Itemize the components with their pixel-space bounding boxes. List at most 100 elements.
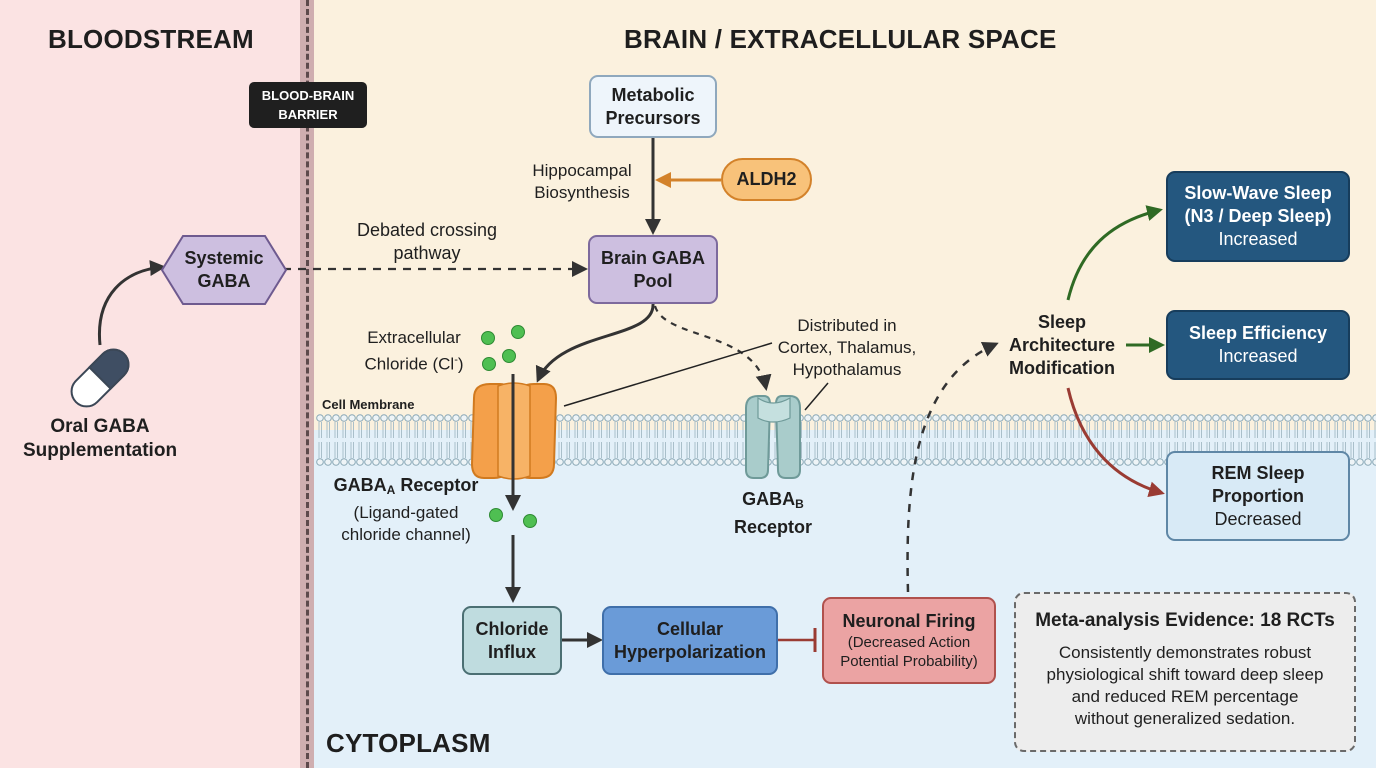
- cell-membrane-label: Cell Membrane: [322, 397, 415, 412]
- hyperpol-line: Hyperpolarization: [613, 641, 767, 662]
- sleep-architecture-label: Sleep Architecture Modification: [998, 311, 1126, 380]
- gabaa-receptor-icon: [470, 382, 558, 480]
- brain-gaba-pool-node: Brain GABA Pool: [588, 235, 718, 304]
- evidence-line: and reduced REM percentage: [1071, 687, 1299, 706]
- oral-to-systemic-arrow: [97, 260, 166, 346]
- distributed-line: Hypothalamus: [792, 360, 902, 379]
- blood-brain-barrier-tag: BLOOD-BRAIN BARRIER: [249, 82, 367, 128]
- chloride-influx-node: Chloride Influx: [462, 606, 562, 675]
- gabab-receptor-icon: [745, 395, 801, 479]
- chloride-ion-icon: [502, 349, 516, 363]
- distributed-label: Distributed in Cortex, Thalamus, Hypotha…: [764, 315, 930, 381]
- bloodstream-region: [0, 0, 300, 768]
- gabab-line: Receptor: [733, 517, 813, 537]
- gabab-title: GABAB: [713, 488, 833, 516]
- sleep-arch-line: Sleep: [1037, 312, 1087, 332]
- chloride-ion-icon: [489, 508, 503, 522]
- cytoplasm-title: CYTOPLASM: [326, 728, 491, 758]
- systemic-gaba-line: GABA: [197, 271, 251, 291]
- extracellular-chloride-label: Extracellular Chloride (Cl-): [352, 327, 476, 376]
- sleep-arch-line: Architecture: [1008, 335, 1116, 355]
- extracellular-line: Extracellular: [367, 328, 461, 347]
- chloride-ion-icon: [481, 331, 495, 345]
- firing-desc: (Decreased Action: [847, 634, 971, 651]
- chloride-ion-icon: [511, 325, 525, 339]
- systemic-gaba-hexagon: [160, 235, 288, 305]
- extracellular-close: ): [457, 354, 464, 374]
- hyperpolarization-node: Cellular Hyperpolarization: [602, 606, 778, 675]
- hippocampal-line: Biosynthesis: [534, 183, 630, 202]
- sws-effect: Increased: [1218, 229, 1298, 249]
- extracellular-text: Chloride (Cl: [364, 354, 455, 374]
- to-rem-arrow: [1066, 387, 1165, 498]
- extracellular-line: Chloride (Cl-): [352, 349, 476, 376]
- distributed-pointer-b: [804, 382, 829, 411]
- gabaa-receptor-label: GABAA Receptor (Ligand-gated chloride ch…: [318, 474, 494, 546]
- aldh2-label: ALDH2: [736, 169, 797, 189]
- brain-title: BRAIN / EXTRACELLULAR SPACE: [624, 24, 1057, 54]
- blood-brain-barrier-line: [306, 0, 309, 768]
- chloride-influx-line: Influx: [488, 641, 536, 662]
- oral-gaba-line: Supplementation: [22, 440, 178, 461]
- chloride-charge: -: [454, 354, 458, 366]
- slow-wave-sleep-node: Slow-Wave Sleep (N3 / Deep Sleep) Increa…: [1166, 171, 1350, 262]
- firing-title: Neuronal Firing: [842, 611, 976, 631]
- aldh2-node: ALDH2: [721, 158, 812, 201]
- efficiency-effect: Increased: [1218, 346, 1298, 366]
- firing-desc: Potential Probability): [840, 653, 978, 670]
- neuronal-firing-node: Neuronal Firing (Decreased Action Potent…: [822, 597, 996, 684]
- debated-line: pathway: [393, 243, 461, 263]
- oral-gaba-line: Oral GABA: [50, 416, 150, 437]
- debated-line: Debated crossing: [356, 220, 498, 240]
- metabolic-line: Precursors: [605, 107, 701, 128]
- gabaa-desc: chloride channel): [341, 525, 471, 544]
- rem-line: REM Sleep: [1211, 462, 1305, 483]
- chloride-influx-line: Chloride: [475, 618, 549, 639]
- distributed-line: Distributed in: [797, 316, 897, 335]
- systemic-gaba-line: Systemic: [184, 248, 264, 268]
- efficiency-title: Sleep Efficiency: [1188, 323, 1328, 343]
- brain-pool-line: Brain GABA: [600, 247, 705, 268]
- oral-gaba-label: Oral GABA Supplementation: [10, 415, 190, 463]
- evidence-line: physiological shift toward deep sleep: [1046, 665, 1324, 684]
- meta-analysis-evidence-box: Meta-analysis Evidence: 18 RCTs Consiste…: [1014, 592, 1356, 752]
- debated-crossing-label: Debated crossing pathway: [336, 219, 518, 265]
- chloride-ion-icon: [523, 514, 537, 528]
- evidence-line: without generalized sedation.: [1074, 709, 1296, 728]
- brain-pool-line: Pool: [633, 270, 673, 291]
- gabab-receptor-label: GABAB Receptor: [713, 488, 833, 539]
- metabolic-line: Metabolic: [611, 84, 695, 105]
- bloodstream-title: BLOODSTREAM: [48, 24, 254, 54]
- hippocampal-line: Hippocampal: [532, 161, 632, 180]
- gabab-sub: B: [795, 497, 804, 511]
- to-sws-arrow: [1066, 205, 1163, 301]
- rem-effect: Decreased: [1214, 508, 1302, 529]
- pool-to-gabab-arrow: [653, 305, 772, 391]
- distributed-line: Cortex, Thalamus,: [777, 338, 917, 357]
- gabaa-title: GABAA Receptor: [318, 474, 494, 502]
- sws-line: (N3 / Deep Sleep): [1184, 206, 1332, 226]
- evidence-line: Consistently demonstrates robust: [1058, 643, 1312, 662]
- sleep-efficiency-node: Sleep Efficiency Increased: [1166, 310, 1350, 380]
- distributed-pointer-a: [563, 342, 773, 407]
- barrier-label-line: BLOOD-BRAIN: [261, 88, 355, 103]
- pill-capsule-icon: [70, 348, 130, 408]
- evidence-title: Meta-analysis Evidence: 18 RCTs: [1035, 610, 1335, 631]
- pool-to-gabaa-arrow: [535, 303, 655, 383]
- chloride-ion-icon: [482, 357, 496, 371]
- systemic-gaba-node: Systemic GABA: [162, 247, 286, 293]
- gabaa-name: GABA: [333, 475, 387, 495]
- gabaa-suffix: Receptor: [395, 475, 479, 495]
- rem-sleep-node: REM Sleep Proportion Decreased: [1166, 451, 1350, 541]
- evidence-body: Consistently demonstrates robust physiol…: [1016, 642, 1354, 730]
- gabaa-desc: (Ligand-gated: [353, 503, 459, 522]
- barrier-label-line: BARRIER: [278, 107, 338, 122]
- hyperpol-line: Cellular: [656, 618, 724, 639]
- gabab-name: GABA: [742, 489, 796, 509]
- sws-line: Slow-Wave Sleep: [1184, 183, 1332, 203]
- sleep-arch-line: Modification: [1009, 358, 1115, 378]
- metabolic-precursors-node: Metabolic Precursors: [589, 75, 717, 138]
- rem-line: Proportion: [1212, 485, 1304, 506]
- gabaa-sub: A: [386, 483, 396, 497]
- hippocampal-biosynthesis-label: Hippocampal Biosynthesis: [515, 160, 649, 204]
